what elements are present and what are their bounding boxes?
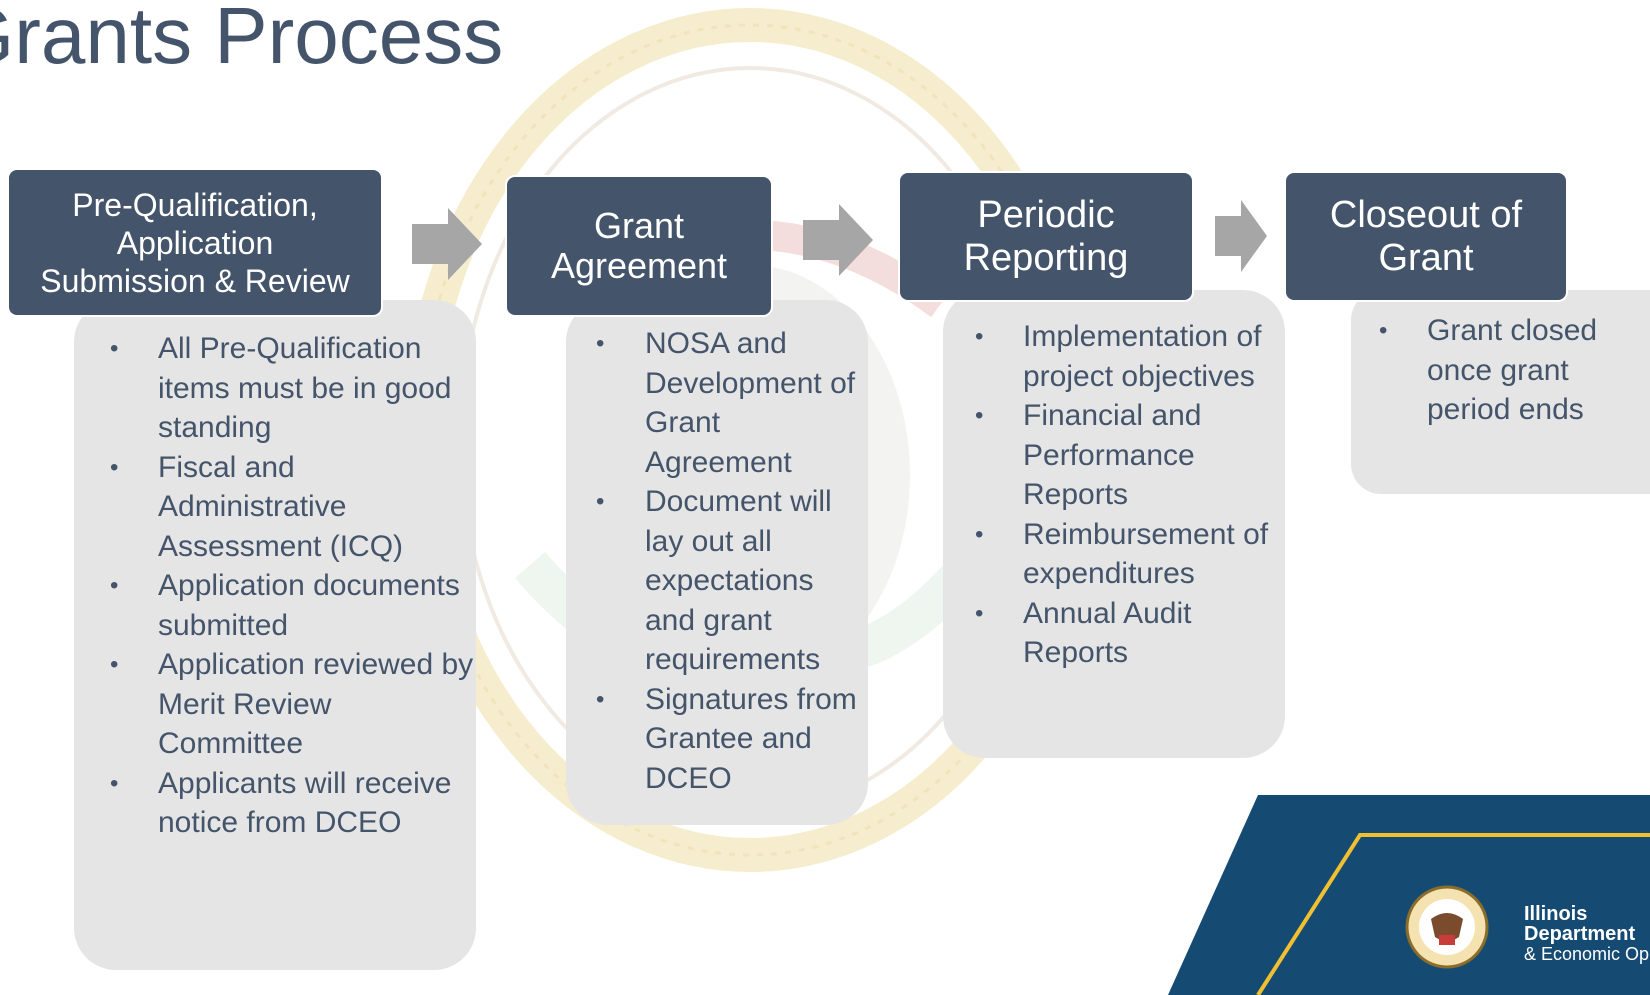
arrow-right-icon: [803, 204, 873, 276]
step-header-grant-agreement: Grant Agreement: [507, 177, 771, 315]
list-item: •NOSA and Development of Grant Agreement: [596, 327, 856, 479]
state-seal-icon: [1405, 885, 1489, 969]
list-item: •All Pre-Qualification items must be in …: [110, 332, 452, 444]
step-header-prequalification: Pre-Qualification, Application Submissio…: [9, 170, 381, 315]
step-header-line: Grant: [1378, 236, 1474, 279]
list-item: •Financial and Performance Reports: [975, 399, 1202, 511]
step-header-line: Agreement: [550, 245, 728, 286]
list-item: •Fiscal and Administrative Assessment (I…: [110, 450, 404, 563]
step-card-periodic-reporting: •Implementation of project objectives •F…: [943, 290, 1285, 758]
list-item: •Grant closed once grant period ends: [1379, 314, 1598, 426]
step-header-line: Application: [116, 224, 274, 261]
list-item: •Applicants will receive notice from DCE…: [110, 766, 452, 840]
dceo-logo-text: Illinois Department & Economic Op: [1524, 904, 1649, 964]
step-header-line: Grant: [593, 205, 685, 246]
step-card-prequalification: •All Pre-Qualification items must be in …: [74, 300, 476, 970]
step-header-line: Closeout of: [1329, 193, 1523, 236]
page-title: Grants Process: [0, 0, 504, 80]
step-header-line: Periodic: [977, 193, 1115, 236]
list-item: •Application documents submitted: [110, 569, 460, 642]
step-header-periodic-reporting: Periodic Reporting: [900, 173, 1192, 300]
dceo-logo-panel: [1168, 795, 1650, 995]
logo-line-2: Department: [1524, 923, 1636, 945]
list-item: •Annual Audit Reports: [975, 596, 1192, 670]
step-card-closeout: •Grant closed once grant period ends: [1351, 290, 1650, 494]
step-header-closeout: Closeout of Grant: [1286, 173, 1566, 300]
step-header-line: Pre-Qualification,: [72, 186, 318, 223]
list-item: •Reimbursement of expenditures: [975, 517, 1269, 591]
list-item: •Signatures from Grantee and DCEO: [596, 682, 857, 795]
arrow-right-icon: [412, 208, 482, 280]
step-header-line: Reporting: [963, 236, 1129, 279]
logo-line-3: & Economic Op: [1524, 944, 1650, 964]
step-card-grant-agreement: •NOSA and Development of Grant Agreement…: [566, 300, 868, 825]
list-item: •Application reviewed by Merit Review Co…: [110, 648, 474, 760]
list-item: •Implementation of project objectives: [975, 320, 1262, 393]
step-header-line: Submission & Review: [40, 262, 350, 299]
list-item: •Document will lay out all expectations …: [596, 485, 832, 676]
arrow-right-icon: [1215, 200, 1267, 272]
logo-line-1: Illinois: [1524, 903, 1588, 925]
